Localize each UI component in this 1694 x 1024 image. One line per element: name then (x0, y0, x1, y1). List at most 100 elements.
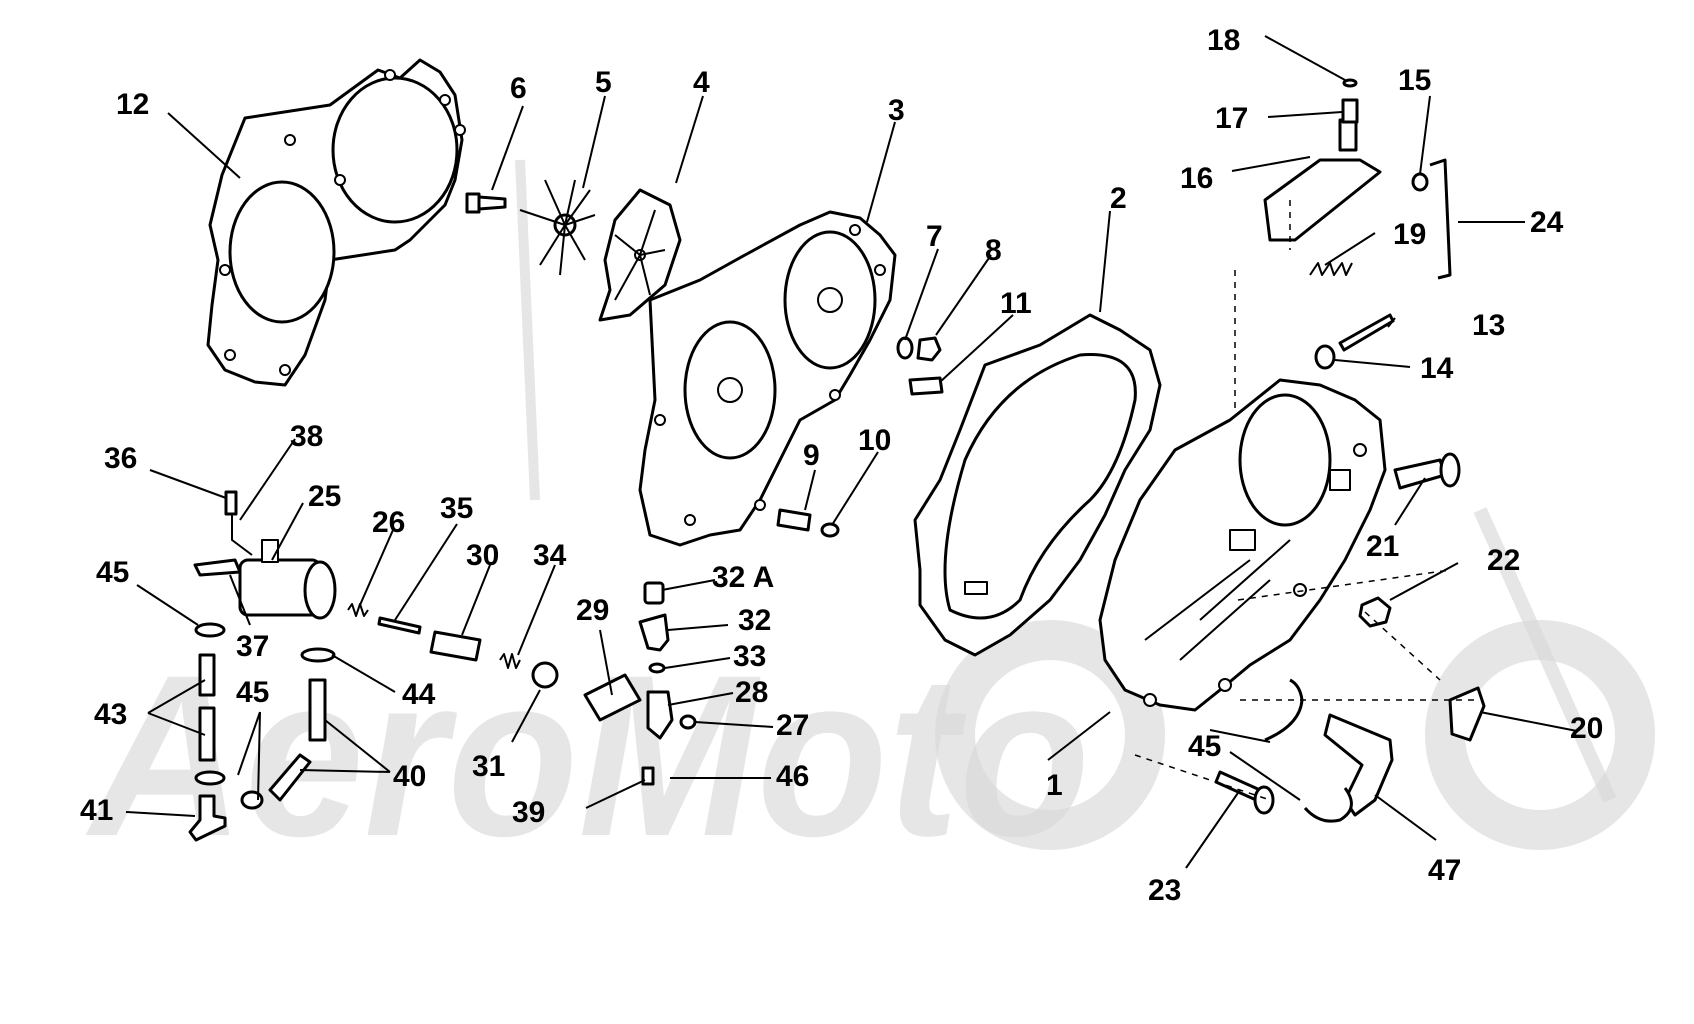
callout-7: 7 (926, 220, 943, 253)
callout-32a: 32 A (712, 561, 774, 594)
callout-32: 32 (738, 604, 771, 637)
alignment-lines (1134, 200, 1480, 801)
housing-1 (1098, 378, 1387, 712)
callout-24: 24 (1530, 206, 1564, 239)
nut-8 (916, 336, 942, 362)
plate-29 (583, 673, 642, 722)
cap-32a (643, 581, 665, 605)
callout-23: 23 (1148, 874, 1181, 907)
gasket-2 (913, 313, 1162, 657)
callout-1: 1 (1046, 769, 1063, 802)
callout-43: 43 (94, 698, 127, 731)
tube-43 (198, 653, 216, 762)
callout-35: 35 (440, 492, 473, 525)
spring-34 (499, 653, 521, 669)
solenoid-25 (238, 539, 337, 620)
screw-11 (908, 376, 944, 396)
callout-28: 28 (735, 676, 768, 709)
plate-3 (638, 210, 897, 547)
pin-9 (776, 508, 812, 532)
tee-41 (188, 794, 227, 842)
callout-8: 8 (985, 234, 1002, 267)
bolt-23 (1214, 770, 1275, 815)
callout-18: 18 (1207, 24, 1240, 57)
rod-24 (1429, 158, 1452, 280)
fitting-32 (638, 613, 670, 652)
callout-26: 26 (372, 506, 405, 539)
callout-5: 5 (595, 66, 612, 99)
callout-41: 41 (80, 794, 113, 827)
nut-15 (1411, 172, 1429, 192)
tube-39 (641, 766, 655, 786)
callout-34: 34 (533, 539, 567, 572)
spring-19 (1309, 262, 1353, 276)
hose-47 (1323, 713, 1394, 817)
callout-9: 9 (803, 439, 820, 472)
callout-36: 36 (104, 442, 137, 475)
callout-4: 4 (693, 66, 710, 99)
nut-31 (531, 661, 559, 689)
callout-45-mid: 45 (236, 676, 269, 709)
clamp-45-lower (1303, 787, 1353, 823)
nut-22 (1358, 596, 1392, 628)
callout-3: 3 (888, 94, 905, 127)
clamp-20 (1448, 686, 1486, 742)
oring-33 (648, 662, 666, 674)
callout-2: 2 (1110, 182, 1127, 215)
callout-labels: 1 2 3 4 5 6 7 8 9 10 11 12 13 14 15 16 1… (80, 24, 1603, 907)
watermark-logo: AeroMoto (85, 159, 1655, 884)
callout-44: 44 (402, 678, 436, 711)
bolt-13 (1338, 313, 1395, 352)
callout-37: 37 (236, 630, 269, 663)
callout-21: 21 (1366, 530, 1399, 563)
callout-17: 17 (1215, 102, 1248, 135)
callout-13: 13 (1472, 309, 1505, 342)
callout-12: 12 (116, 88, 149, 121)
clip-44 (300, 647, 336, 663)
clip-45-low (240, 790, 264, 810)
clamp-45-upper (1264, 678, 1304, 742)
callout-31: 31 (472, 750, 505, 783)
body-28 (646, 690, 674, 740)
bolt-21 (1393, 452, 1461, 490)
callout-45-right: 45 (1188, 730, 1221, 763)
callout-30: 30 (466, 539, 499, 572)
screw-10 (820, 522, 840, 538)
plunger-30 (429, 630, 482, 662)
hose-40-upper (308, 678, 327, 742)
leader-lines (125, 35, 1578, 869)
washer-7 (896, 336, 914, 360)
callout-39: 39 (512, 796, 545, 829)
clip-45-mid (194, 770, 226, 786)
plug-14 (1314, 344, 1336, 370)
clip-18 (1342, 78, 1358, 88)
disc-4 (598, 188, 682, 322)
callout-38: 38 (290, 420, 323, 453)
callout-29: 29 (576, 594, 609, 627)
bolt-6 (465, 192, 507, 214)
callout-15: 15 (1398, 64, 1431, 97)
connector-36 (224, 490, 238, 516)
callout-22: 22 (1487, 544, 1520, 577)
clip-45-top (194, 622, 226, 638)
watermark-text: AeroMoto (85, 627, 1090, 884)
pin-35 (377, 616, 422, 635)
terminal-37 (193, 558, 242, 577)
callout-45-left: 45 (96, 556, 129, 589)
callout-27: 27 (776, 709, 809, 742)
callout-16: 16 (1180, 162, 1213, 195)
bushing-17 (1341, 98, 1359, 124)
callout-25: 25 (308, 480, 341, 513)
gasket-12 (206, 58, 466, 387)
callout-6: 6 (510, 72, 527, 105)
callout-20: 20 (1570, 712, 1603, 745)
callout-47: 47 (1428, 854, 1461, 887)
callout-33: 33 (733, 640, 766, 673)
hose-40-lower (268, 753, 312, 802)
lever-16 (1263, 118, 1382, 242)
callout-46: 46 (776, 760, 809, 793)
callout-11: 11 (1000, 287, 1032, 320)
callout-14: 14 (1420, 352, 1454, 385)
